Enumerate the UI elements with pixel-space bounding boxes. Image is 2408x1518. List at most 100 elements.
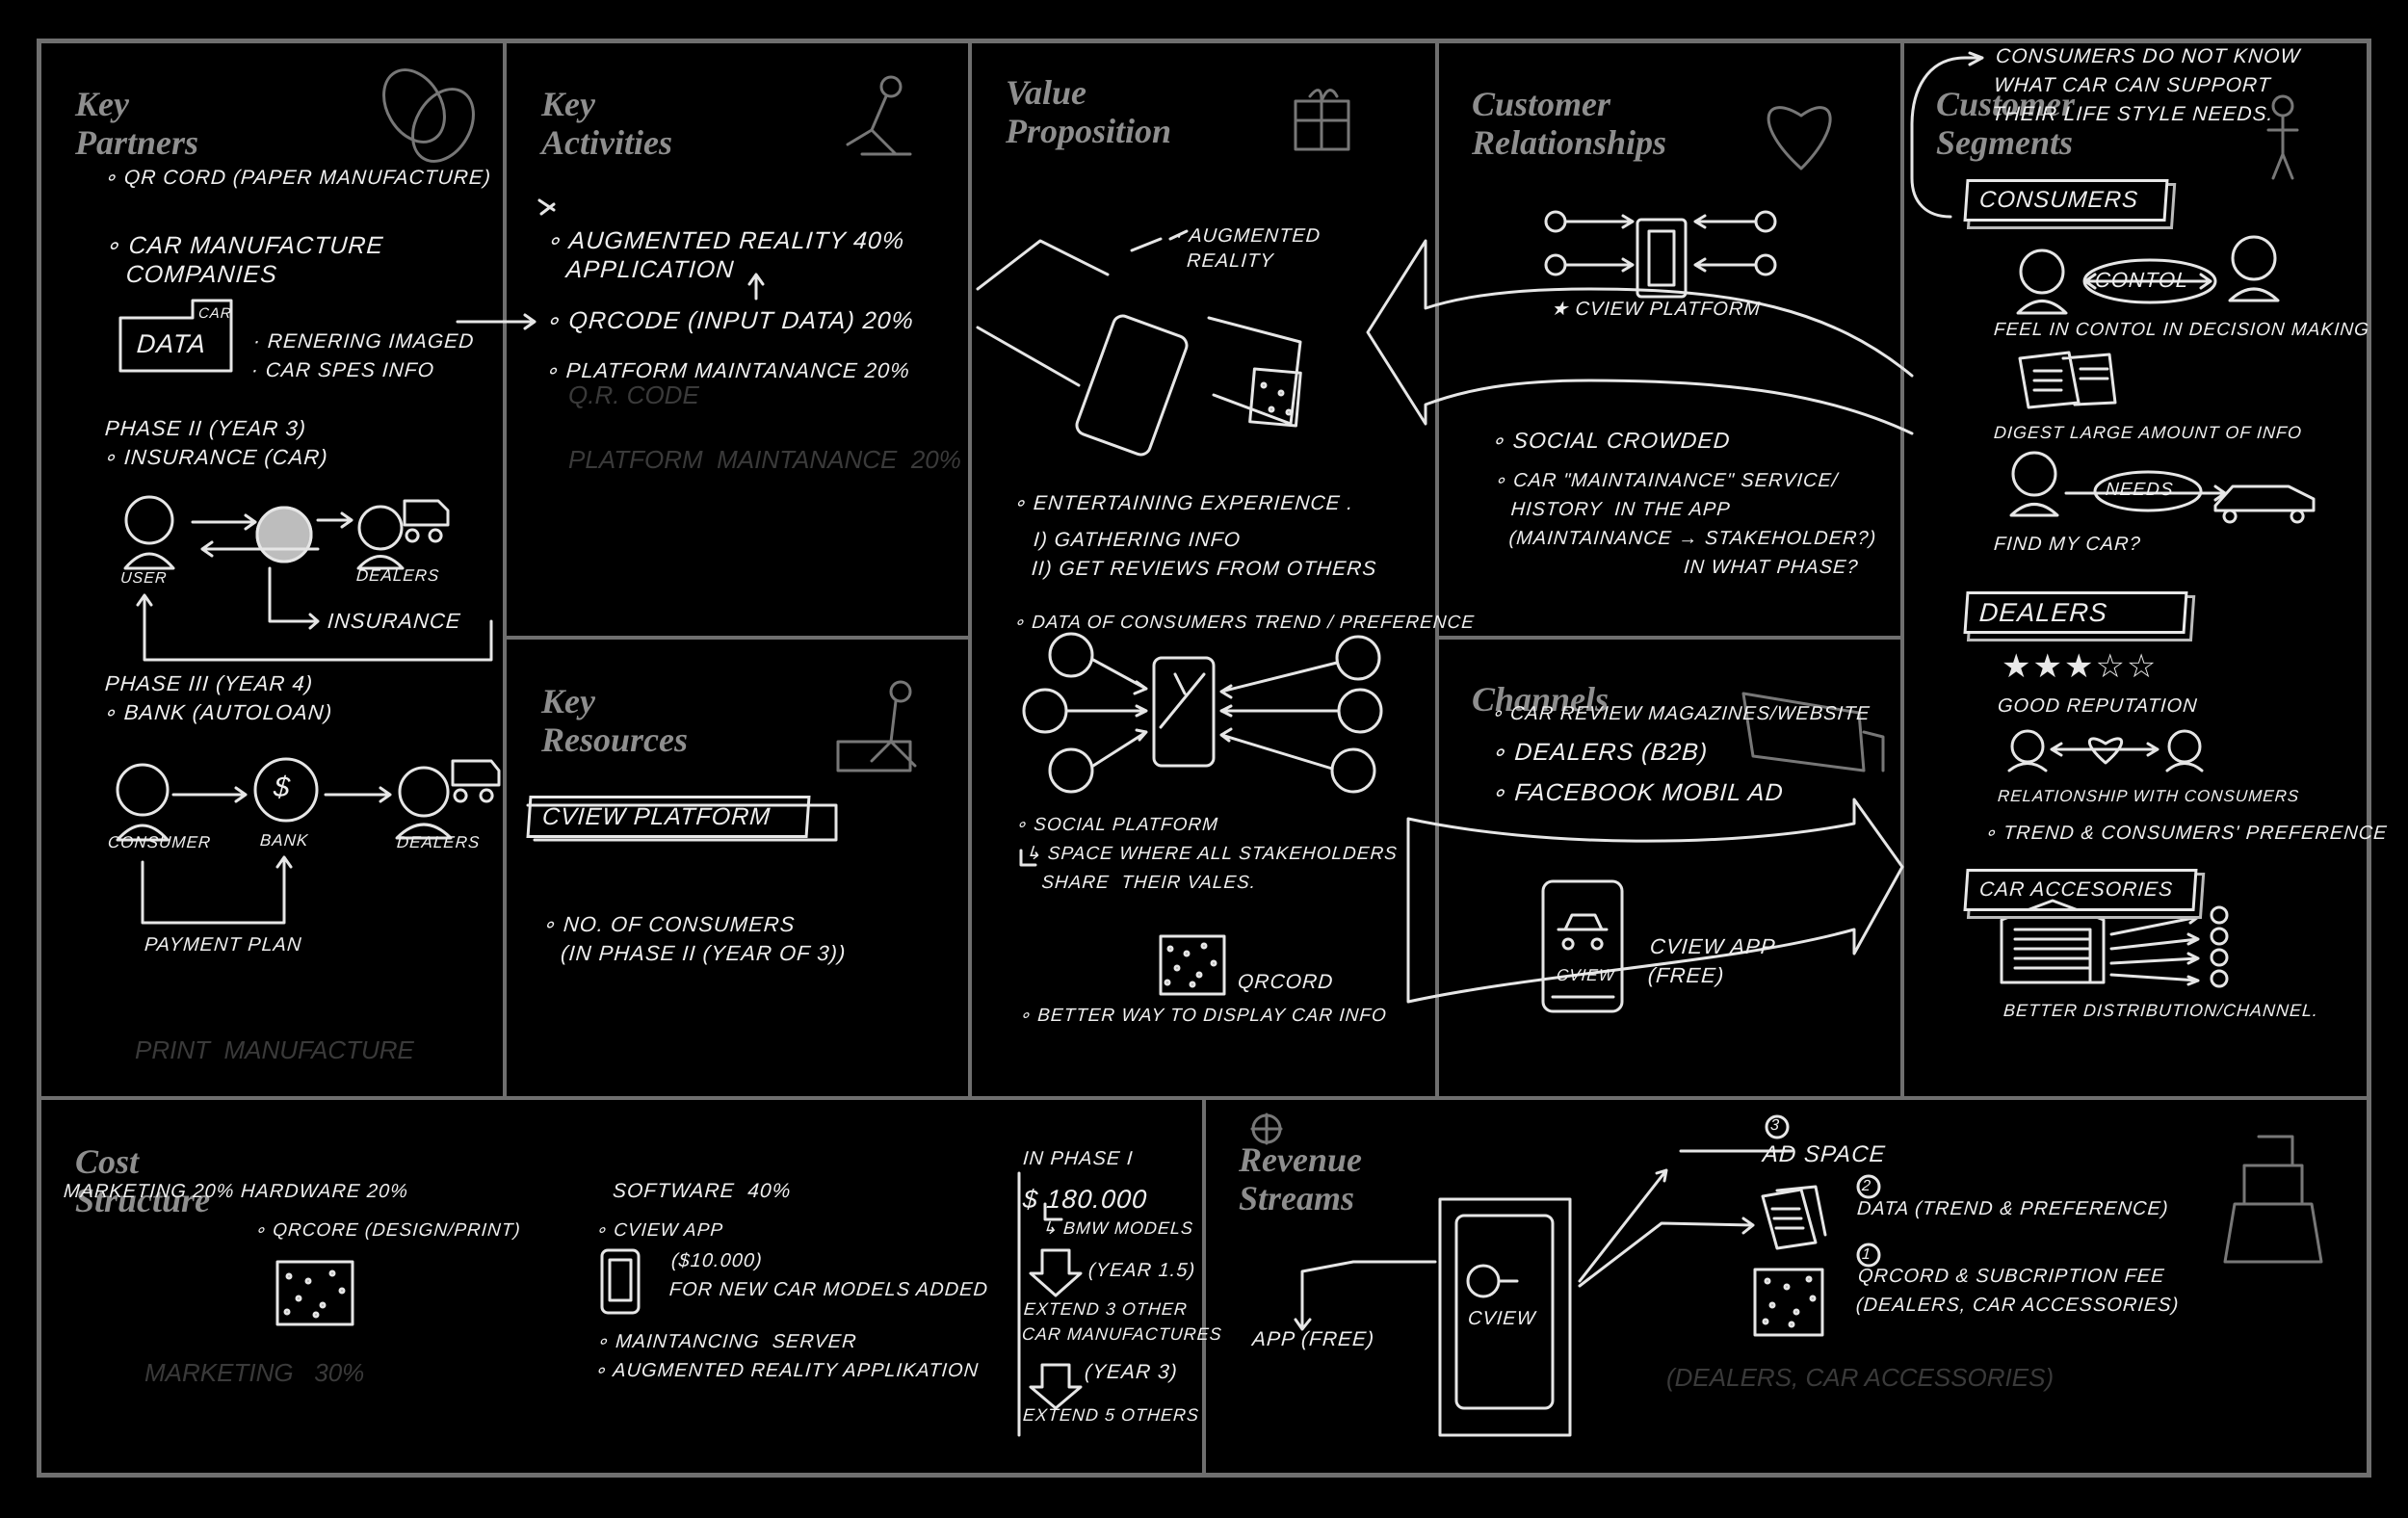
rs-item-2-text: DATA (TREND & PREFERENCE) [1856,1198,2170,1219]
cost-cview-app: ∘ CVIEW APP [594,1220,724,1241]
cs-needs-label: NEEDS [2105,480,2175,500]
rs-item-1-text: QRCORD & SUBCRIPTION FEE (DEALERS, CAR A… [1855,1266,2181,1316]
cs-note-find-car: FIND MY CAR? [1993,534,2142,555]
cr-note-maintenance: ∘ CAR "MAINTAINANCE" SERVICE/ HISTORY IN… [1487,470,1878,578]
target-icon [1250,1112,1283,1145]
cost-marketing-hardware: MARKETING 20% HARDWARE 20% [63,1181,409,1202]
cost-qrcore: ∘ QRCORE (DESIGN/PRINT) [253,1220,522,1241]
faded-background-text: MARKETING 30% [144,1358,365,1387]
divider [968,40,972,1100]
section-title-cost-structure: Cost Structure [75,1142,211,1219]
section-title-value-proposition: Value Proposition [1006,73,1172,150]
kp-note-qr: ∘ QR CORD (PAPER MANUFACTURE) [103,167,492,189]
chain-link-icon [382,68,475,163]
ch-note-dealers: ∘ DEALERS (B2B) [1490,739,1710,766]
label-bank: BANK [259,831,309,850]
label-dealers-2: DEALERS [396,833,482,851]
cost-year-3: (YEAR 3) [1084,1361,1179,1383]
section-title-key-activities: Key Activities [541,85,672,162]
cs-control-label: CONTOL [2094,268,2190,292]
rs-item-3-num: 3 [1769,1117,1781,1134]
faded-background-text: Q.R. CODE [568,380,699,409]
faded-background-text: PLATFORM MAINTANANCE 20% [568,445,961,474]
label-payment-plan: PAYMENT PLAN [144,934,303,955]
divider [1435,40,1439,1100]
cost-software: SOFTWARE 40% [612,1180,793,1202]
data-box-label: DATA [135,329,208,358]
label-user: USER [119,570,169,587]
insurance-circle-figure [255,506,313,563]
cview-platform-box: CVIEW PLATFORM [526,796,811,838]
gift-icon [1294,89,1350,151]
dealers-box: DEALERS [1963,591,2188,634]
cr-note-social: ∘ SOCIAL CROWDED [1490,428,1732,453]
ch-note-reviews: ∘ CAR REVIEW MAGAZINES/WEBSITE [1490,703,1871,724]
divider [1202,1098,1206,1476]
faded-background-text: PRINT MANUFACTURE [135,1035,414,1064]
cr-platform-label: ★ CVIEW PLATFORM [1550,299,1762,320]
consumer-figure-cs [2016,249,2068,315]
cash-register-icon [2223,1135,2323,1264]
cost-bmw-models: ↳ BMW MODELS [1041,1218,1194,1238]
ka-note-platform: ∘ PLATFORM MAINTANANCE 20% [544,358,911,382]
kp-note-car-manufacture: ∘ CAR MANUFACTURE COMPANIES [101,232,385,288]
label-insurance: INSURANCE [327,609,462,633]
cost-180000: $ 180.000 [1021,1185,1149,1214]
user-figure [123,495,175,570]
dealer-figure-2 [395,759,501,840]
person-standing-icon [2266,94,2299,180]
section-title-customer-segments: Customer Segments [1936,85,2076,162]
section-title-key-partners: Key Partners [75,85,199,162]
cs-note-reputation: GOOD REPUTATION [1997,695,2199,717]
cs-note-relationship: RELATIONSHIP WITH CONSUMERS [1997,787,2300,805]
cost-year-1-5: (YEAR 1.5) [1087,1260,1196,1281]
divider [1900,40,1904,1100]
ch-app-label: CVIEW APP (FREE) [1647,934,1777,987]
worker-icon [846,75,912,156]
ka-note-ar: ∘ AUGMENTED REALITY 40% APPLICATION [542,227,906,283]
ka-note-qrcode: ∘ QRCODE (INPUT DATA) 20% [544,307,915,334]
cost-extend-3: EXTEND 3 OTHER CAR MANUFACTURES [1021,1299,1223,1344]
vp-note-ar: · AUGMENTED REALITY [1173,225,1322,272]
kr-note-consumers: ∘ NO. OF CONSUMERS (IN PHASE II (YEAR OF… [539,912,848,965]
vp-qrcord-label: QRCORD [1237,971,1335,993]
label-dealers: DEALERS [355,566,441,585]
vp-note-gathering: i) GATHERING INFO ii) GET REVIEWS FROM O… [1031,529,1378,580]
cost-extend-5: EXTEND 5 OTHERS [1022,1405,1200,1425]
vp-note-data: ∘ DATA OF CONSUMERS TREND / PREFERENCE [1012,613,1476,633]
truck-icon [1741,692,1885,772]
ch-phone-label: CVIEW [1556,966,1616,984]
rs-app-free: APP (FREE) [1251,1328,1375,1350]
divider [503,40,507,1100]
cs-top-note: CONSUMERS DO NOT KNOW WHAT CAR CAN SUPPO… [1991,45,2302,125]
bank-dollar-symbol: $ [272,772,292,803]
faded-background-text: (DEALERS, CAR ACCESSORIES) [1666,1363,2055,1392]
rating-stars: ★★★☆☆ [2002,648,2159,685]
cs-note-feel-control: FEEL IN CONTOL IN DECISION MAKING [1993,320,2370,340]
bank-figure [253,757,319,823]
section-title-customer-relationships: Customer Relationships [1472,85,1667,162]
kp-note-phase-2: PHASE II (YEAR 3) ∘ INSURANCE (CAR) [102,416,329,469]
dealer-figure [356,499,450,570]
vp-note-better-way: ∘ BETTER WAY TO DISPLAY CAR INFO [1018,1006,1388,1026]
cost-10000: ($10.000) FOR NEW CAR MODELS ADDED [668,1250,989,1300]
cost-phase-1: IN PHASE I [1022,1148,1135,1169]
section-title-channels: Channels [1472,680,1610,719]
data-box-tag: CAR [197,305,233,322]
cost-maintaining-server: ∘ MAINTANCING SERVER ∘ AUGMENTED REALITY… [593,1331,980,1381]
kp-note-data-items: · RENERING IMAGED · CAR SPES INFO [250,330,476,381]
consumers-box: CONSUMERS [1963,179,2169,222]
cs-note-trend: ∘ TREND & CONSUMERS' PREFERENCE [1983,823,2389,844]
rs-item-3-text: AD SPACE [1762,1141,1887,1167]
worker-cart-icon [836,680,917,772]
consumer-figure [116,763,170,842]
label-consumer: CONSUMER [107,833,212,851]
cs-note-distribution: BETTER DISTRIBUTION/CHANNEL. [2002,1001,2319,1020]
vp-note-social: ∘ SOCIAL PLATFORM ↳ SPACE WHERE ALL STAK… [1010,815,1399,893]
rs-phone-label: CVIEW [1467,1308,1537,1329]
divider [505,636,970,640]
vp-note-entertaining: ∘ ENTERTAINING EXPERIENCE . [1012,492,1355,514]
heart-icon [1767,106,1832,170]
